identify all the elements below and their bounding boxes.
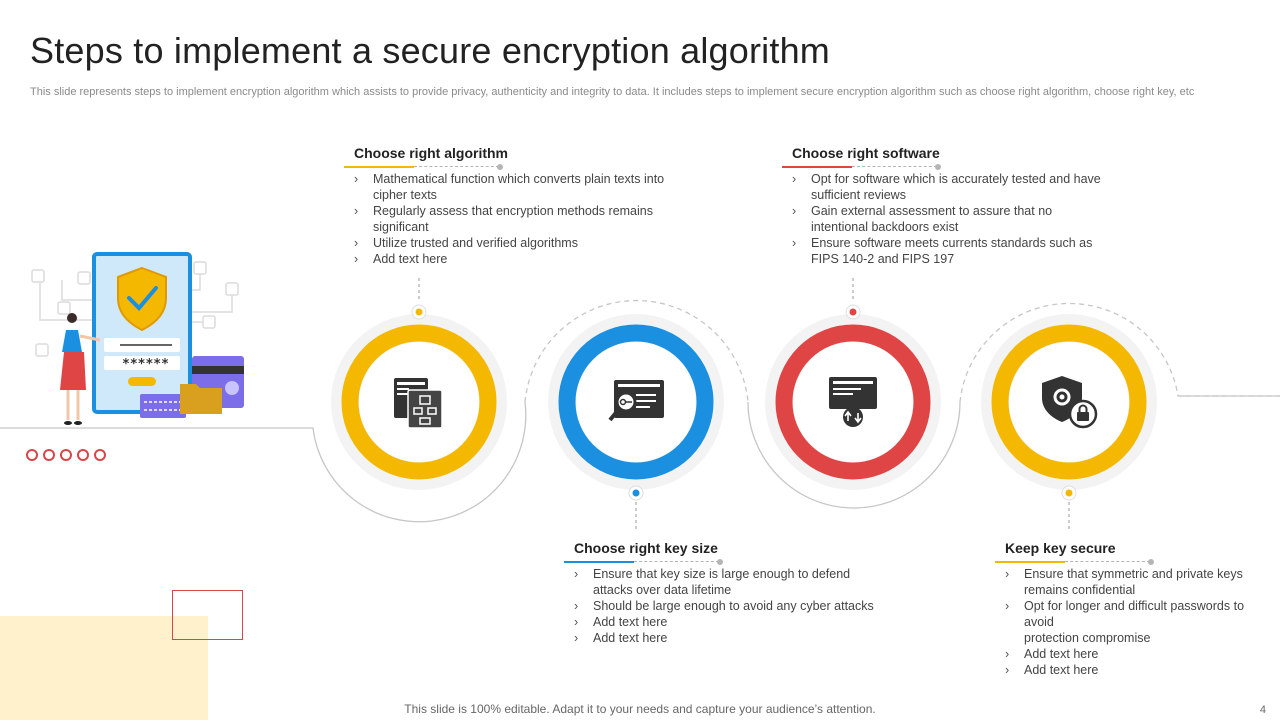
step-bullet-list: Ensure that symmetric and private keys r…: [1005, 566, 1270, 678]
red-dot-row: [26, 449, 106, 461]
step-keep-key-secure: Keep key secure Ensure that symmetric an…: [995, 540, 1270, 678]
step-bullet: Add text here: [574, 614, 884, 630]
step-bullet-list: Ensure that key size is large enough to …: [574, 566, 884, 646]
slide-subtitle: This slide represents steps to implement…: [30, 86, 1195, 98]
red-dot: [26, 449, 38, 461]
step-heading: Choose right software: [792, 145, 940, 161]
algorithm-flowchart-icon: [394, 378, 443, 429]
step-bullet: Should be large enough to avoid any cybe…: [574, 598, 884, 614]
step-ring-key-size: [548, 314, 724, 532]
page-number: 4: [1259, 704, 1266, 716]
step-bullet-list: Opt for software which is accurately tes…: [792, 171, 1112, 267]
red-dot: [77, 449, 89, 461]
red-outline-box: [172, 590, 243, 640]
slide-title: Steps to implement a secure encryption a…: [30, 30, 830, 71]
step-choose-right-software: Choose right software Opt for software w…: [782, 145, 1112, 267]
step-bullet: Add text here: [574, 630, 884, 646]
step-choose-right-algorithm: Choose right algorithm Mathematical func…: [344, 145, 674, 267]
step-heading: Choose right key size: [574, 540, 718, 556]
secure-login-illustration: ******: [31, 252, 244, 425]
heading-underline: [782, 163, 1112, 171]
step-bullet: Ensure software meets currents standards…: [792, 235, 1112, 267]
step-bullet: Gain external assessment to assure that …: [792, 203, 1112, 235]
heading-underline: [344, 163, 674, 171]
step-ring-key-secure: [981, 314, 1157, 532]
footer-note: This slide is 100% editable. Adapt it to…: [404, 702, 876, 716]
heading-underline: [995, 558, 1270, 566]
step-bullet: Add text here: [1005, 646, 1270, 662]
step-choose-right-key-size: Choose right key size Ensure that key si…: [564, 540, 884, 646]
peach-corner-block: [0, 616, 208, 720]
step-bullet: Opt for longer and difficult passwords t…: [1005, 598, 1270, 646]
step-ring-algorithm: [331, 278, 507, 490]
connector-line: [0, 299, 1280, 523]
step-bullet: Ensure that symmetric and private keys r…: [1005, 566, 1270, 598]
red-dot: [94, 449, 106, 461]
password-mask: ******: [122, 357, 169, 372]
step-bullet: Add text here: [354, 251, 674, 267]
red-dot: [43, 449, 55, 461]
heading-underline: [564, 558, 884, 566]
step-bullet: Regularly assess that encryption methods…: [354, 203, 674, 235]
step-bullet-list: Mathematical function which converts pla…: [354, 171, 674, 267]
step-heading: Choose right algorithm: [354, 145, 508, 161]
step-bullet: Add text here: [1005, 662, 1270, 678]
shield-lock-icon: [1042, 376, 1098, 429]
step-heading: Keep key secure: [1005, 540, 1116, 556]
step-bullet: Ensure that key size is large enough to …: [574, 566, 884, 598]
step-ring-software: [765, 278, 941, 490]
step-bullet: Utilize trusted and verified algorithms: [354, 235, 674, 251]
key-search-icon: [608, 380, 664, 422]
step-bullet: Opt for software which is accurately tes…: [792, 171, 1112, 203]
step-bullet: Mathematical function which converts pla…: [354, 171, 674, 203]
software-monitor-icon: [829, 377, 877, 427]
red-dot: [60, 449, 72, 461]
